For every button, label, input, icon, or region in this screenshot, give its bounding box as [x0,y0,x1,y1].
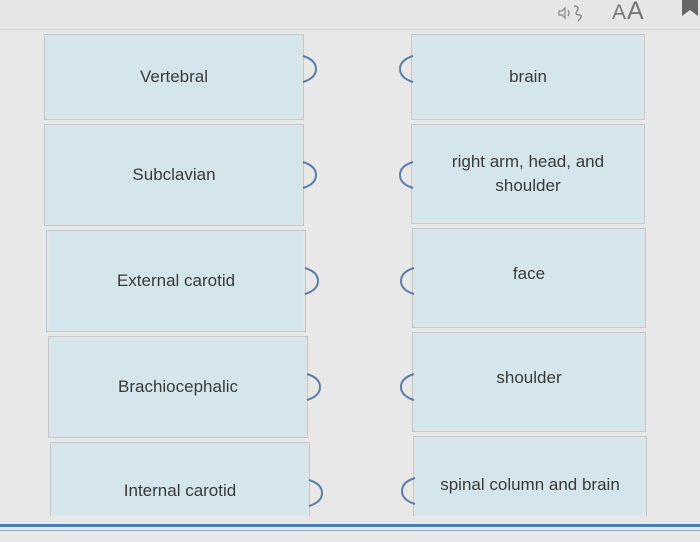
term-connector-nub[interactable] [302,160,320,190]
term-tile[interactable]: Internal carotid [50,442,310,518]
term-label: Vertebral [139,67,209,86]
term-label: Brachiocephalic [117,377,238,396]
term-connector-nub[interactable] [304,266,322,296]
definition-tile[interactable]: face [412,228,646,328]
definition-tile[interactable]: spinal column and brain [413,436,647,518]
term-tile[interactable]: Vertebral [44,34,304,120]
toolbar-divider [0,29,700,30]
definition-connector-nub[interactable] [396,160,414,190]
term-label: Internal carotid [123,481,237,500]
definition-label: shoulder [496,368,562,387]
text-size-button[interactable]: AA [612,0,645,24]
flag-icon[interactable] [680,0,700,18]
definition-tile[interactable]: right arm, head, and shoulder [411,124,645,224]
definition-connector-nub[interactable] [397,266,415,296]
definition-label: face [512,264,546,283]
term-connector-nub[interactable] [308,478,326,508]
accent-line-thin [0,530,700,531]
term-label: Subclavian [132,165,216,184]
definition-label: right arm, head, and shoulder [451,152,605,195]
definition-tile[interactable]: brain [411,34,645,120]
term-label: External carotid [116,271,236,290]
term-connector-nub[interactable] [302,54,320,84]
audio-speaker-icon[interactable] [556,2,588,24]
definition-tile[interactable]: shoulder [412,332,646,432]
term-tile[interactable]: External carotid [46,230,306,332]
definition-connector-nub[interactable] [397,372,415,402]
definition-connector-nub[interactable] [398,476,416,506]
definition-label: brain [509,67,547,86]
text-size-large-label: A [627,0,645,25]
accent-line [0,524,700,527]
term-tile[interactable]: Subclavian [44,124,304,226]
term-tile[interactable]: Brachiocephalic [48,336,308,438]
text-size-small-label: A [612,1,628,24]
definition-connector-nub[interactable] [396,54,414,84]
definition-label: spinal column and brain [440,475,620,494]
top-toolbar: AA [0,0,700,30]
term-connector-nub[interactable] [306,372,324,402]
bottom-divider [0,516,700,542]
